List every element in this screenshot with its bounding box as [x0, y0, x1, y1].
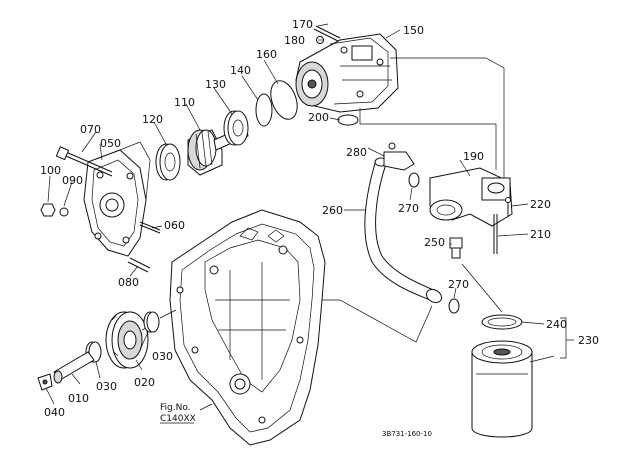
- label-240: 240: [546, 318, 567, 331]
- drawing-code: 3B731-160-10: [382, 430, 432, 438]
- label-100: 100: [40, 164, 61, 177]
- pin-060: [139, 221, 161, 234]
- transmission-case: [169, 209, 326, 446]
- label-190: 190: [463, 150, 484, 163]
- label-230: 230: [578, 334, 599, 347]
- bolt-170: [313, 25, 341, 42]
- fitting-250: [449, 237, 463, 259]
- label-250: 250: [424, 236, 445, 249]
- label-110: 110: [174, 96, 195, 109]
- label-170: 170: [292, 18, 313, 31]
- label-180: 180: [284, 34, 305, 47]
- reference-line-case: [322, 299, 433, 343]
- fig-ref-line2: C140XX: [160, 414, 196, 424]
- washer-090: [59, 207, 69, 217]
- label-090: 090: [62, 174, 83, 187]
- label-200: 200: [308, 111, 329, 124]
- ref-line-gear: [159, 309, 177, 319]
- ref-line-filter: [461, 263, 503, 313]
- label-270-upper: 270: [398, 202, 419, 215]
- filter-head-190: [429, 167, 513, 227]
- label-030-right: 030: [152, 350, 173, 363]
- label-030-left: 030: [96, 380, 117, 393]
- label-130: 130: [205, 78, 226, 91]
- label-210: 210: [530, 228, 551, 241]
- reference-line-pump: [359, 108, 497, 170]
- o-ring-270-upper: [408, 172, 420, 188]
- label-270-lower: 270: [448, 278, 469, 291]
- label-260: 260: [322, 204, 343, 217]
- bolt-070: [55, 146, 113, 177]
- bolt-210: [493, 214, 498, 254]
- label-060: 060: [164, 219, 185, 232]
- part-labels: 170 180 150 160 140 130 110 120 070 050 …: [40, 18, 599, 419]
- gasket-240: [481, 314, 523, 330]
- label-140: 140: [230, 64, 251, 77]
- o-ring-270-lower: [448, 298, 460, 314]
- bearing-120: [155, 143, 181, 181]
- o-ring-200: [337, 114, 359, 126]
- figure-reference: Fig.No. C140XX: [160, 403, 196, 424]
- label-160: 160: [256, 48, 277, 61]
- bearing-030-right: [143, 311, 160, 333]
- label-010: 010: [68, 392, 89, 405]
- nut-100: [40, 203, 56, 217]
- fig-ref-line1: Fig.No.: [160, 403, 191, 413]
- flange-280: [383, 142, 415, 171]
- reference-line-pump-2: [390, 57, 505, 178]
- shaft-010: [53, 351, 95, 384]
- leader-lines: [45, 23, 574, 411]
- washer-040: [37, 373, 53, 391]
- cover-050: [83, 141, 151, 257]
- o-ring-160: [270, 80, 298, 120]
- label-280: 280: [346, 146, 367, 159]
- oil-filter-230: [471, 340, 533, 438]
- label-150: 150: [403, 24, 424, 37]
- bolt-220: [505, 197, 511, 216]
- label-020: 020: [134, 376, 155, 389]
- snap-ring-140: [255, 93, 273, 127]
- gear-020: [105, 311, 149, 369]
- label-220: 220: [530, 198, 551, 211]
- label-050: 050: [100, 137, 121, 150]
- label-120: 120: [142, 113, 163, 126]
- stud-080: [127, 257, 151, 273]
- label-070: 070: [80, 123, 101, 136]
- label-080: 080: [118, 276, 139, 289]
- label-040: 040: [44, 406, 65, 419]
- bearing-130: [223, 110, 249, 146]
- pump-150: [295, 33, 399, 113]
